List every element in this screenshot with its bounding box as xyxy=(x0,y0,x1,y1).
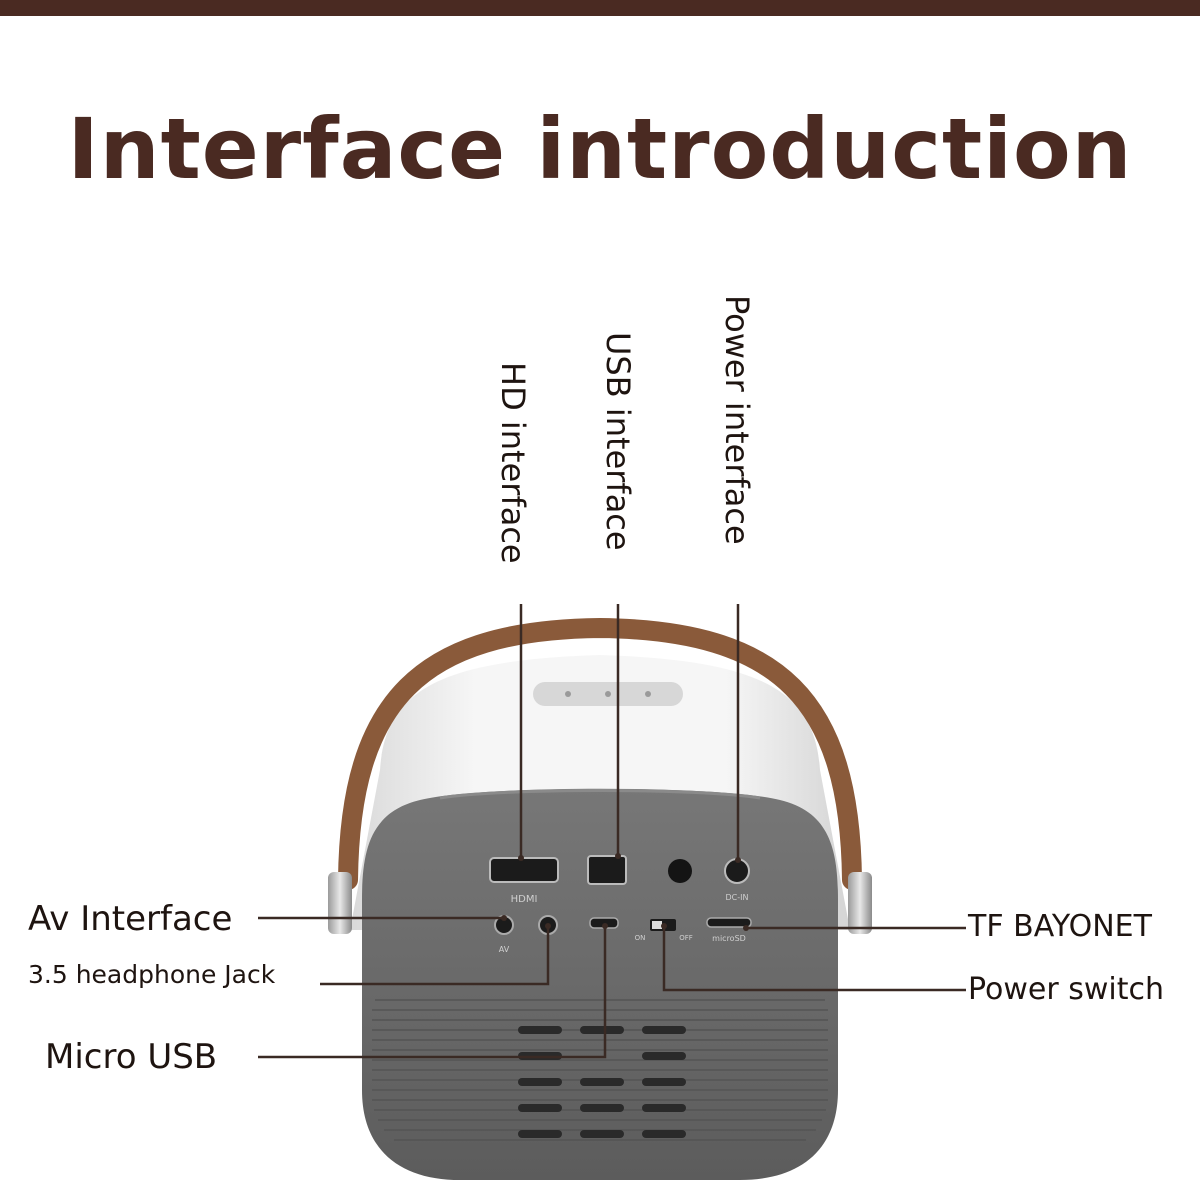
power-switch-label: Power switch xyxy=(968,972,1165,1007)
usb-interface-label: USB interface xyxy=(599,332,637,551)
power-interface-label: Power interface xyxy=(718,295,756,545)
lens-hole xyxy=(668,859,692,883)
headphone-jack-label: 3.5 headphone Jack xyxy=(28,960,276,989)
hdmi-marking: HDMI xyxy=(511,894,538,905)
callout-lines xyxy=(258,604,966,1059)
left-knob xyxy=(328,872,352,934)
headphone-leader xyxy=(320,926,550,986)
av-interface-label: Av Interface xyxy=(28,899,233,939)
av-marking: AV xyxy=(499,945,510,954)
tf-slot xyxy=(706,917,752,928)
off-marking: OFF xyxy=(679,934,693,942)
right-knob xyxy=(848,872,872,934)
page-title: Interface introduction xyxy=(67,100,1133,198)
front-panel xyxy=(362,788,838,1180)
hd-interface-label: HD interface xyxy=(494,362,532,564)
usb-port xyxy=(587,855,627,885)
tf-bayonet-label: TF BAYONET xyxy=(968,909,1152,944)
leather-handle xyxy=(338,617,862,890)
micro-usb-leader xyxy=(258,926,607,1059)
speaker-slots xyxy=(518,1026,686,1138)
microsd-marking: microSD xyxy=(712,934,746,943)
power-switch-leader xyxy=(662,926,966,992)
micro-usb-label: Micro USB xyxy=(45,1037,218,1077)
dc-marking: DC-IN xyxy=(726,893,749,902)
top-bar xyxy=(0,0,1200,16)
hdmi-port xyxy=(489,857,559,883)
on-marking: ON xyxy=(635,934,646,942)
